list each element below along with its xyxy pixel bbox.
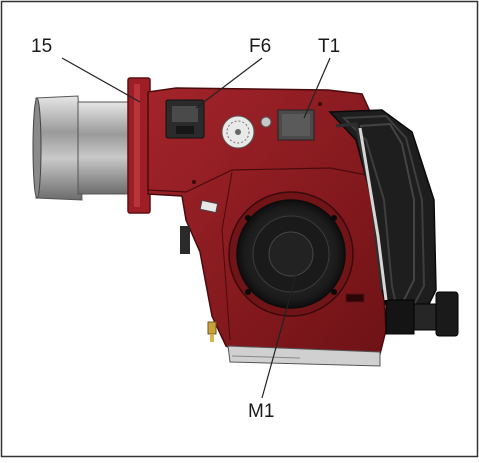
transformer-t1: [277, 109, 315, 141]
control-box-f6: [165, 99, 205, 139]
leader-line-m1: [261, 267, 299, 399]
leader-line-15: [61, 57, 141, 103]
callout-label-m1: M1: [248, 401, 275, 422]
blast-tube: [32, 95, 135, 201]
callout-label-f6: F6: [249, 36, 272, 57]
leader-line-t1: [303, 57, 331, 119]
adjustment-dial: [221, 115, 272, 149]
mounting-flange: [127, 77, 151, 214]
air-intake-housing: [328, 109, 459, 337]
callout-label-t1: T1: [318, 36, 341, 57]
motor-m1: [228, 191, 354, 317]
callout-label-15: 15: [31, 36, 53, 57]
leader-line-f6: [195, 57, 263, 109]
